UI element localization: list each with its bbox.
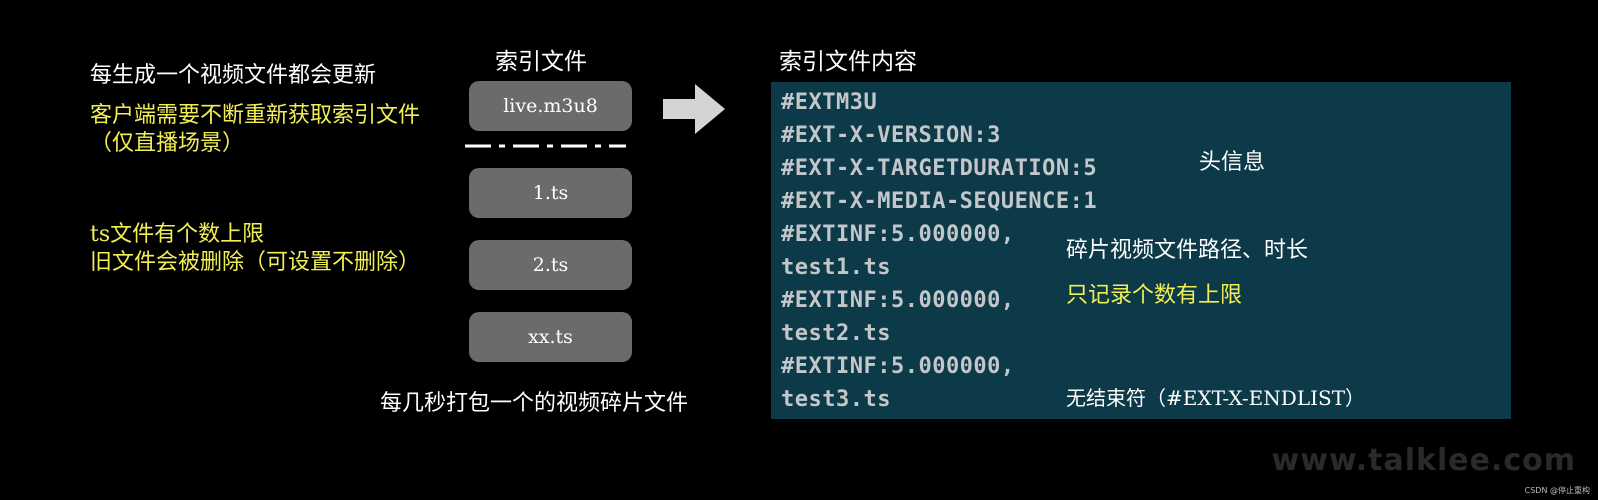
note-limit-info: 只记录个数有上限 bbox=[1066, 283, 1243, 308]
code-line-test1: test1.ts bbox=[781, 255, 891, 280]
code-line-test2: test2.ts bbox=[781, 321, 891, 346]
note-ts-limit: ts文件有个数上限 bbox=[90, 222, 265, 247]
ts-file-box-xx: xx.ts bbox=[469, 312, 632, 362]
note-live-only: （仅直播场景） bbox=[90, 131, 245, 156]
separator-dashed-line bbox=[465, 144, 626, 148]
note-no-endlist: 无结束符（#EXT-X-ENDLIST） bbox=[1066, 386, 1366, 410]
code-line-extinf-2: #EXTINF:5.000000, bbox=[781, 288, 1015, 313]
note-updates-each-file: 每生成一个视频文件都会更新 bbox=[90, 63, 377, 88]
ts-file-box-2: 2.ts bbox=[469, 240, 632, 290]
index-file-heading: 索引文件 bbox=[495, 49, 587, 75]
ts-file-box-1: 1.ts bbox=[469, 168, 632, 218]
code-line-extinf-3: #EXTINF:5.000000, bbox=[781, 354, 1015, 379]
code-line-version: #EXT-X-VERSION:3 bbox=[781, 123, 1001, 148]
ts-file-label-1: 1.ts bbox=[532, 182, 569, 204]
ts-file-label-2: 2.ts bbox=[532, 254, 569, 276]
credit-text: CSDN @停止重构 bbox=[1524, 486, 1590, 495]
code-line-extm3u: #EXTM3U bbox=[781, 90, 878, 115]
code-line-test3: test3.ts bbox=[781, 387, 891, 412]
bottom-caption: 每几秒打包一个的视频碎片文件 bbox=[380, 391, 689, 416]
code-line-extinf-1: #EXTINF:5.000000, bbox=[781, 222, 1015, 247]
index-file-box: live.m3u8 bbox=[469, 81, 632, 131]
note-fragment-info: 碎片视频文件路径、时长 bbox=[1066, 238, 1309, 263]
right-arrow-icon bbox=[663, 84, 725, 134]
note-old-files-deleted: 旧文件会被删除（可设置不删除） bbox=[90, 250, 421, 275]
code-line-targetduration: #EXT-X-TARGETDURATION:5 bbox=[781, 156, 1098, 181]
m3u8-content-panel: #EXTM3U #EXT-X-VERSION:3 #EXT-X-TARGETDU… bbox=[771, 82, 1511, 419]
note-client-refetch: 客户端需要不断重新获取索引文件 bbox=[90, 103, 421, 128]
index-file-label: live.m3u8 bbox=[503, 95, 598, 117]
code-line-media-sequence: #EXT-X-MEDIA-SEQUENCE:1 bbox=[781, 189, 1098, 214]
watermark-text: www.talklee.com bbox=[1271, 443, 1576, 478]
ts-file-label-xx: xx.ts bbox=[528, 326, 573, 348]
note-header-info: 头信息 bbox=[1199, 150, 1266, 175]
index-content-heading: 索引文件内容 bbox=[779, 49, 917, 75]
